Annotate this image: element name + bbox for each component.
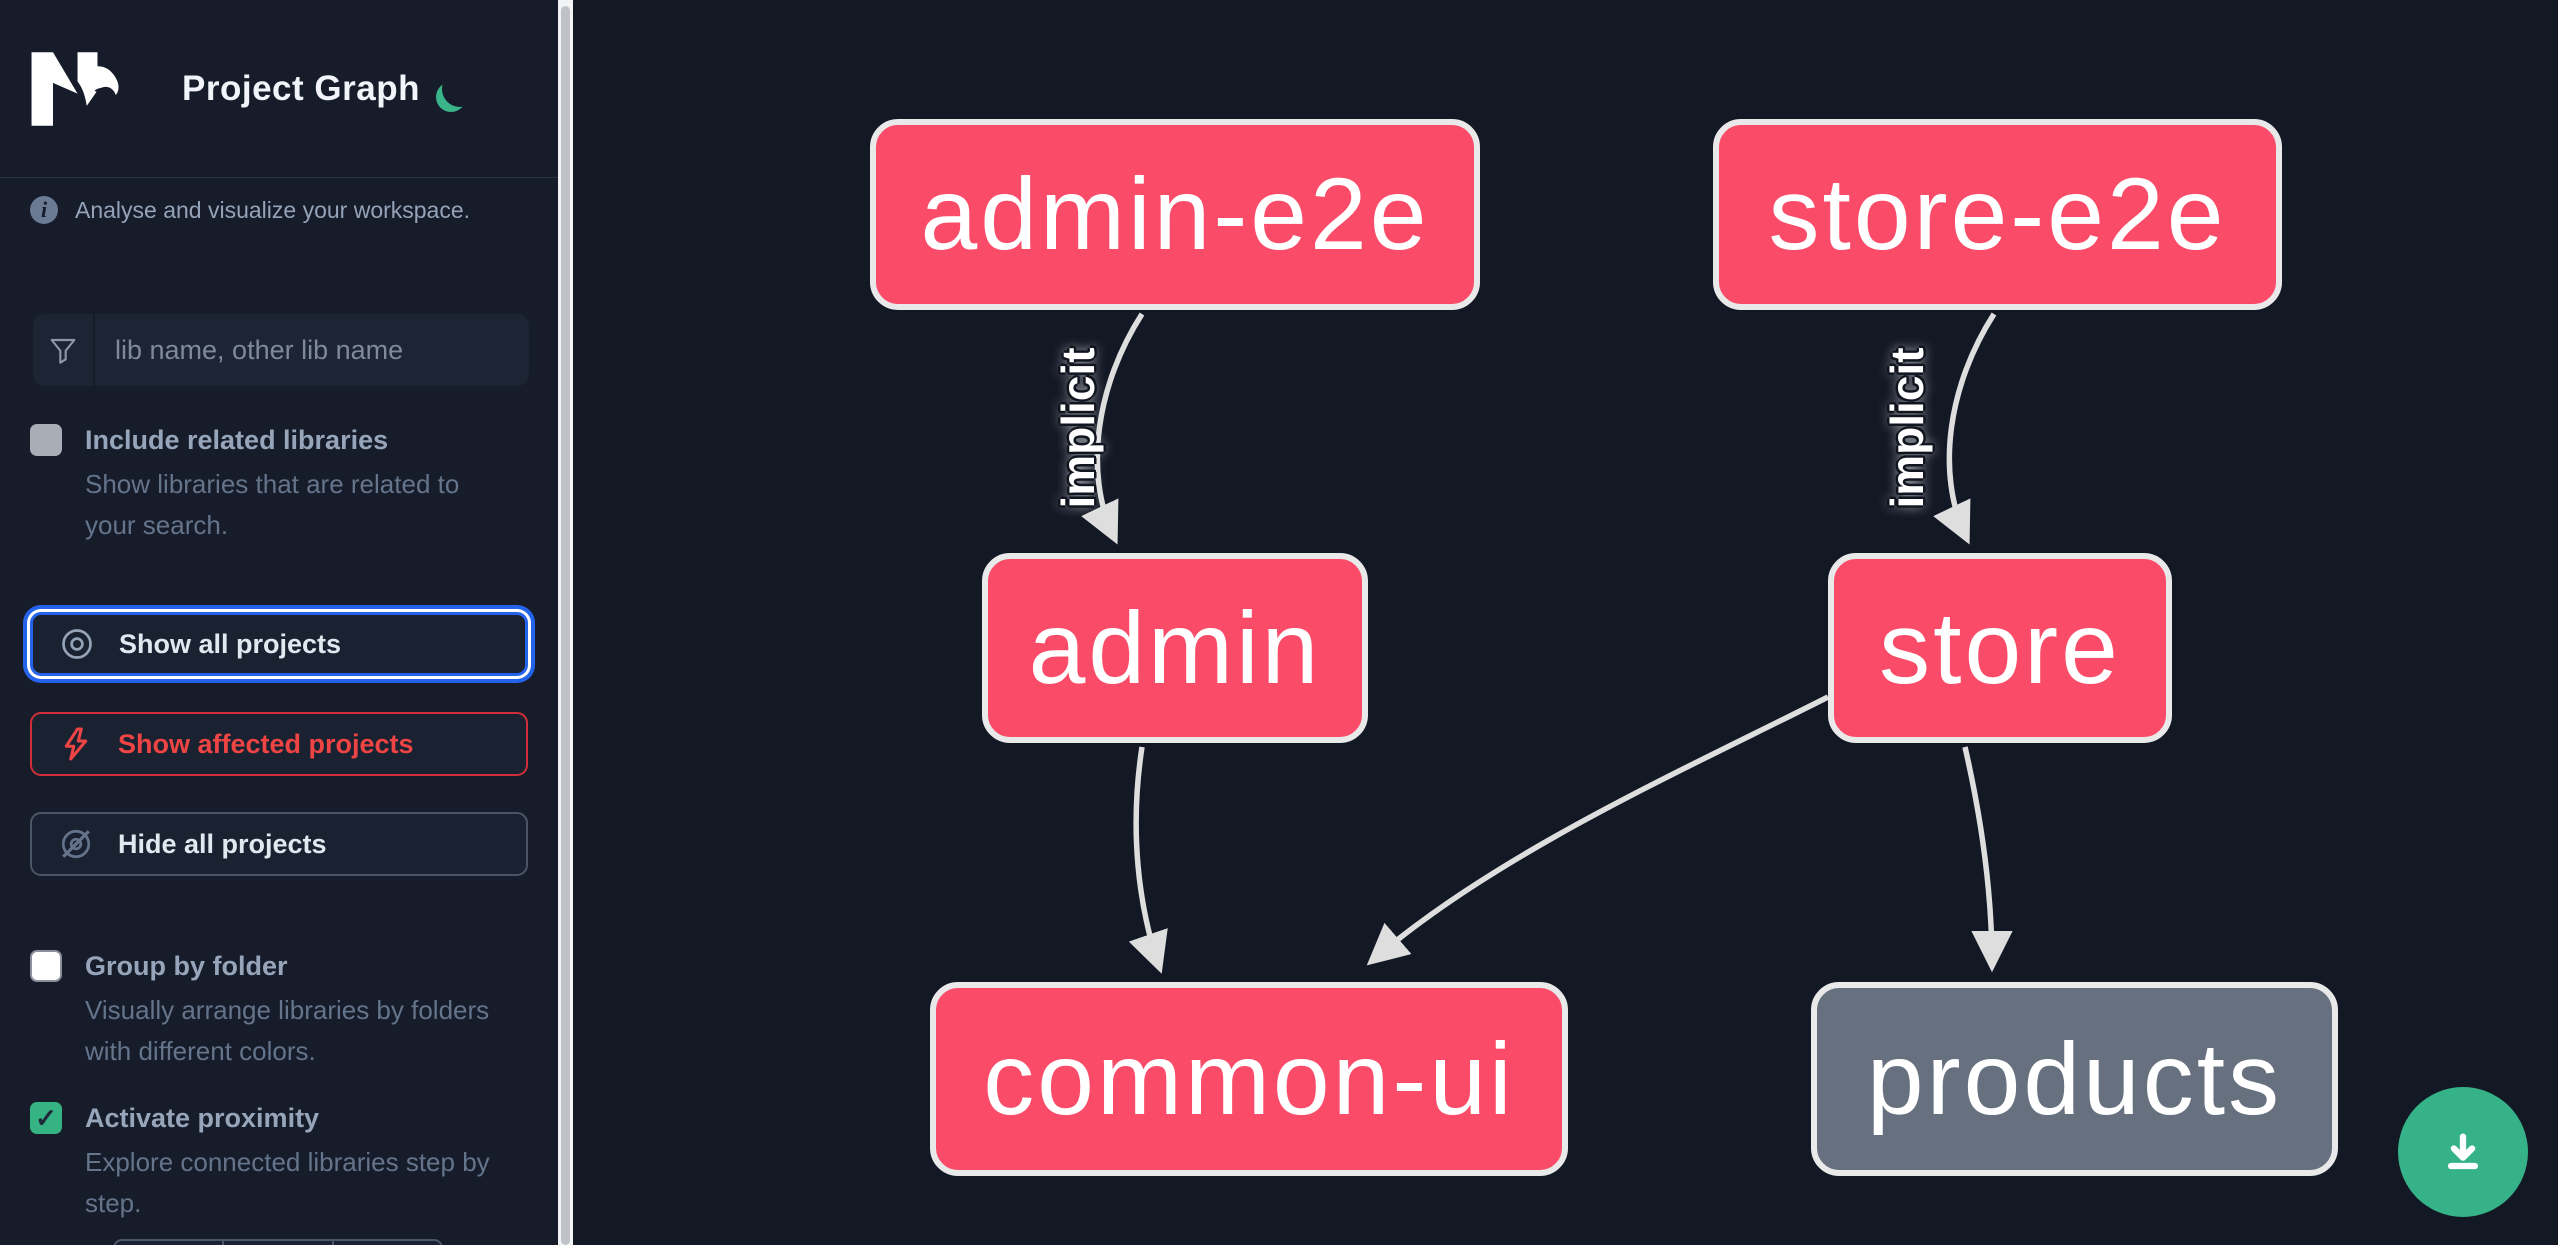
toggle-label: Activate proximity [85,1103,320,1133]
group-by-folder-checkbox[interactable] [30,950,62,982]
node-admin-e2e[interactable]: admin-e2e [870,119,1480,310]
proximity-depth-stepper[interactable] [113,1239,443,1245]
node-admin[interactable]: admin [982,553,1368,743]
download-image-button[interactable] [2398,1087,2528,1217]
nx-logo [31,51,119,126]
theme-toggle-moon-icon[interactable] [442,71,478,107]
page-title: Project Graph [182,68,420,108]
node-products[interactable]: products [1811,982,2338,1176]
checkmark-icon: ✓ [35,1103,57,1133]
activate-proximity-checkbox[interactable]: ✓ [30,1102,62,1134]
edge-admin-e2e-admin [1081,312,1145,545]
graph-canvas[interactable]: implicit implicit admin-e2e store-e2e ad… [573,0,2558,1245]
edge-store-common-ui [1366,694,1830,966]
edge-store-e2e-store [1933,312,1997,545]
toggle-label: Group by folder [85,951,288,981]
button-label: Show all projects [119,628,342,659]
dependency-edges [1081,312,2013,974]
toggle-description: Visually arrange libraries by folders wi… [85,995,490,1066]
show-all-projects-button[interactable]: Show all projects [30,612,528,676]
edge-admin-common-ui [1128,746,1168,974]
funnel-icon [33,314,95,386]
toggle-activate-proximity: ✓ Activate proximity Explore connected l… [30,1100,530,1224]
filter-input[interactable] [95,314,529,386]
download-icon [2447,1133,2479,1170]
library-filter [33,314,529,386]
toggle-label: Include related libraries [85,425,389,455]
workspace-info: i Analyse and visualize your workspace. [30,196,534,224]
workspace-subtitle: Analyse and visualize your workspace. [75,196,471,223]
lightning-bolt-icon [64,727,88,761]
sidebar-scrollbar[interactable] [558,0,573,1245]
eye-icon [62,629,92,659]
include-related-checkbox[interactable] [30,424,62,456]
info-icon: i [30,196,58,224]
show-affected-projects-button[interactable]: Show affected projects [30,712,528,776]
button-label: Hide all projects [118,828,327,859]
edge-store-products [1962,746,2013,973]
node-store[interactable]: store [1828,553,2172,743]
hide-all-projects-button[interactable]: Hide all projects [30,812,528,876]
node-store-e2e[interactable]: store-e2e [1713,119,2282,310]
scrollbar-thumb[interactable] [561,6,570,1245]
button-label: Show affected projects [118,728,414,759]
toggle-description: Explore connected libraries step by step… [85,1147,490,1218]
edge-label-implicit: implicit [1881,347,1933,509]
toggle-description: Show libraries that are related to your … [85,469,460,540]
node-common-ui[interactable]: common-ui [930,982,1568,1176]
edge-label-implicit: implicit [1052,347,1104,509]
toggle-include-related: Include related libraries Show libraries… [30,422,530,546]
sidebar: Project Graph i Analyse and visualize yo… [0,0,558,1245]
toggle-group-by-folder: Group by folder Visually arrange librari… [30,948,530,1072]
sidebar-header: Project Graph [0,0,558,178]
eye-off-icon [61,829,91,859]
